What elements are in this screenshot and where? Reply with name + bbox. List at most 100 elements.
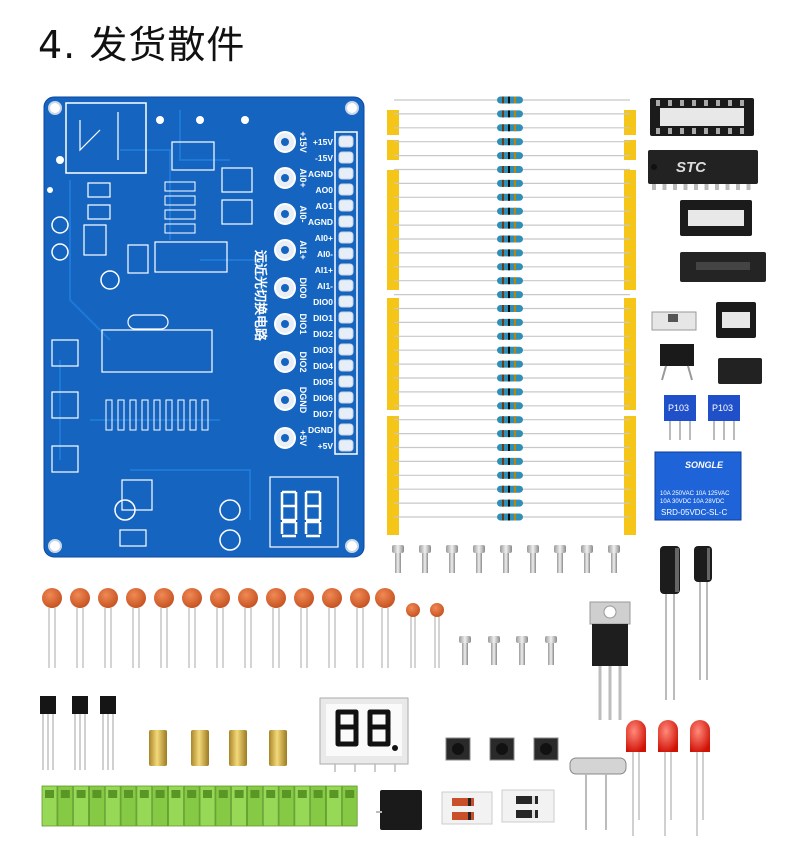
- resistor-band: [508, 485, 510, 493]
- screw-shaft: [422, 553, 428, 573]
- diode-pair: [501, 789, 555, 823]
- resistor-band: [508, 457, 510, 465]
- resistor-band: [502, 221, 504, 229]
- chip-pin: [652, 184, 656, 190]
- screw-row: [392, 545, 620, 573]
- resistor-band: [508, 221, 510, 229]
- terminal-screw: [203, 790, 212, 798]
- terminal-screw: [124, 790, 133, 798]
- tape-strip: [624, 298, 636, 410]
- screw-shaft: [491, 643, 497, 665]
- socket-pin: [740, 128, 744, 134]
- connector-label: AO1: [316, 201, 334, 211]
- connector-pin: [338, 295, 354, 308]
- resistor-band: [502, 179, 504, 187]
- screw-shaft: [462, 643, 468, 665]
- resistor-band: [508, 263, 510, 271]
- button-cap: [496, 743, 508, 755]
- tape-strip: [624, 110, 636, 135]
- chip-pin: [694, 184, 698, 190]
- screw-head: [446, 545, 458, 553]
- resistor-band: [508, 166, 510, 173]
- resistor-band: [514, 402, 516, 410]
- connector-label: AI0-: [317, 249, 333, 259]
- resistor-band: [502, 430, 504, 438]
- terminal-screw: [171, 790, 181, 798]
- connector-label: AI0+: [315, 233, 333, 243]
- resistor-band: [508, 193, 510, 201]
- screw-shaft: [584, 553, 590, 573]
- pad-label: DIO0: [298, 277, 308, 298]
- screw-head: [545, 636, 557, 643]
- connector-pin: [338, 359, 354, 372]
- connector-pin: [338, 215, 354, 228]
- electrolytic-capacitor: [660, 546, 680, 700]
- screw-shaft: [519, 643, 525, 665]
- terminal-screw: [266, 790, 276, 798]
- connector-pin: [338, 263, 354, 276]
- transistor-body: [40, 696, 56, 714]
- connector-label: AO0: [316, 185, 334, 195]
- pad-label: DIO1: [298, 313, 308, 334]
- terminal-screw: [313, 790, 323, 798]
- transistor-row: [40, 696, 116, 770]
- ic-socket: [680, 200, 752, 236]
- resistor-band: [514, 249, 516, 257]
- brass-standoff: [229, 730, 247, 766]
- resistor-band: [502, 138, 504, 146]
- pad-label: AI0-: [298, 205, 308, 222]
- resistor-band: [508, 318, 510, 326]
- screw-head: [554, 545, 566, 553]
- terminal-screw: [282, 790, 291, 798]
- pcb-board: +15V AI0+ AI0- AI1+ DIO0 DIO1 DIO2 DGND …: [43, 96, 365, 558]
- terminal-screw: [92, 790, 102, 798]
- pad-label: DIO2: [298, 351, 308, 372]
- socket-pin: [704, 128, 708, 134]
- red-led: [626, 720, 646, 752]
- screw-head: [608, 545, 620, 553]
- screw-shaft: [395, 553, 401, 573]
- connector-label: AI1+: [315, 265, 333, 275]
- connector-pin: [338, 375, 354, 388]
- resistor-band: [502, 166, 504, 173]
- resistor-band: [508, 305, 510, 312]
- ceramic-capacitor: [154, 588, 174, 608]
- resistor-band: [508, 513, 510, 521]
- pcb-display-footprint: [280, 490, 322, 538]
- resistor-band: [502, 346, 504, 354]
- screw-shaft: [449, 553, 455, 573]
- connector-label: AGND: [308, 217, 333, 227]
- ceramic-capacitor: [210, 588, 230, 608]
- resistor-band: [502, 96, 504, 104]
- ceramic-capacitor-row: [42, 588, 444, 668]
- resistor-band: [502, 416, 504, 424]
- chip-pin: [662, 184, 667, 190]
- resistor-band: [514, 152, 516, 160]
- resistor-band: [508, 430, 510, 438]
- crystal-oscillator: [569, 757, 627, 830]
- terminal-screw: [329, 790, 339, 798]
- chip-pin: [704, 184, 709, 190]
- terminal-screw: [45, 790, 54, 798]
- socket-pin: [728, 128, 732, 134]
- resistor-band: [502, 318, 504, 326]
- terminal-block-row: [41, 785, 358, 827]
- resistor-band: [502, 444, 504, 451]
- socket-pin: [716, 128, 720, 134]
- resistor-band: [508, 360, 510, 368]
- screw-shaft: [503, 553, 509, 573]
- resistor-band: [502, 152, 504, 160]
- screw-head: [516, 636, 528, 643]
- connector-pin: [338, 327, 354, 340]
- resistor-band: [514, 416, 516, 424]
- connector-pin: [338, 439, 354, 452]
- resistor-band: [514, 207, 516, 215]
- terminal-screw: [297, 790, 307, 798]
- ic-chip: [718, 358, 762, 384]
- electrolytic-capacitor: [694, 546, 712, 680]
- connector-pin: [338, 247, 354, 260]
- connector-label: DGND: [308, 425, 333, 435]
- pcb-title-text: 远近光切换电路: [253, 250, 268, 342]
- resistor-band: [514, 332, 516, 340]
